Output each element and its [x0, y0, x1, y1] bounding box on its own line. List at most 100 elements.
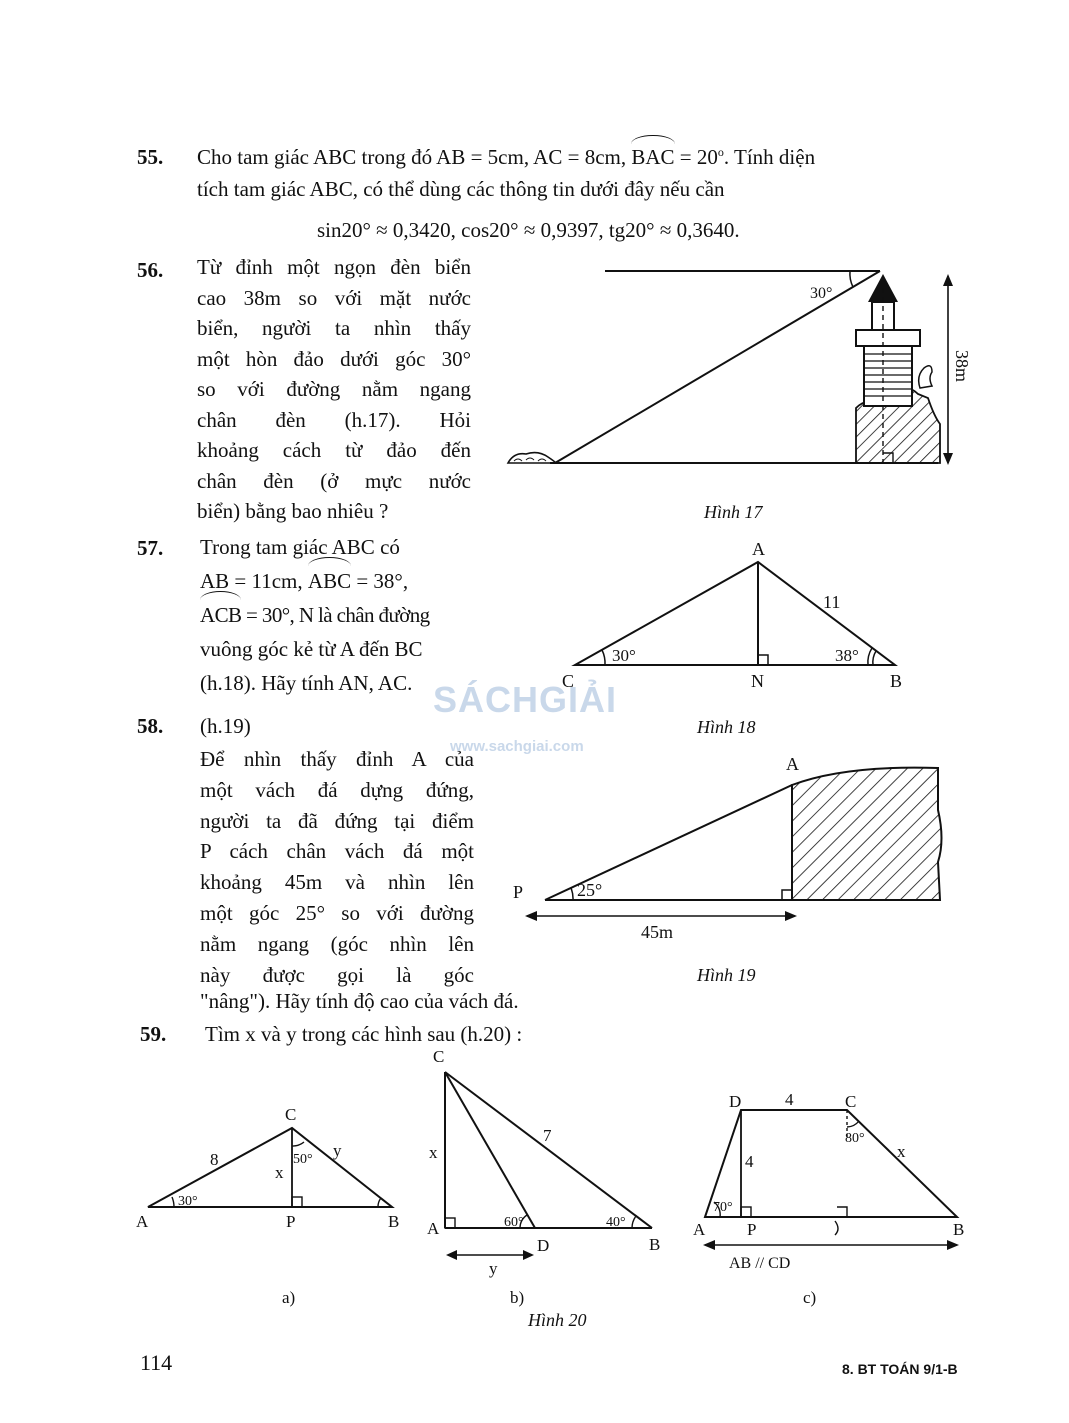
p55-degree: o	[717, 145, 724, 159]
label-a: A	[136, 1212, 149, 1231]
side-11: 11	[823, 592, 840, 612]
label-c: C	[433, 1047, 444, 1066]
problem-56-number: 56.	[137, 258, 164, 282]
label-b: B	[953, 1220, 964, 1239]
p58-line: một góc 25° so với đường	[200, 900, 474, 925]
problem-57-number: 57.	[137, 536, 164, 560]
p55-text-b: = 20	[674, 145, 718, 169]
label-b: B	[649, 1235, 660, 1254]
angle-30: 30°	[612, 646, 636, 665]
height-38m: 38m	[952, 350, 972, 382]
angle-40: 40°	[606, 1215, 626, 1230]
label-c: C	[562, 671, 574, 691]
p58-line: người ta đã đứng tại điểm	[200, 808, 474, 833]
watermark-brand-a: SÁCH	[433, 679, 540, 720]
problem-58-text: Để nhìn thấy đỉnh A của một vách đá dựng…	[200, 744, 474, 990]
parallel-note: AB // CD	[729, 1255, 790, 1272]
p58-line: này được gọi là góc	[200, 962, 474, 987]
watermark-logo: SÁCHGIẢI	[433, 680, 617, 720]
p57-line: AB = 11cm, ABC = 38°,	[200, 557, 475, 598]
problem-55-line-2: tích tam giác ABC, có thể dùng các thông…	[197, 177, 725, 201]
angle-30: 30°	[178, 1194, 198, 1209]
sight-line	[544, 784, 793, 901]
book-reference: 8. BT TOÁN 9/1-B	[842, 1361, 958, 1377]
p57-text: = 30°, N là chân đường	[241, 603, 430, 627]
label-n: N	[751, 671, 764, 691]
segment-cd	[444, 1071, 536, 1229]
p58-line: Để nhìn thấy đỉnh A của	[200, 747, 474, 771]
side-7: 7	[543, 1126, 552, 1145]
angle-70: 70°	[713, 1200, 733, 1215]
label-c: C	[845, 1092, 856, 1111]
p56-line: chân đèn (h.17). Hỏi	[197, 407, 471, 432]
label-x: x	[429, 1143, 438, 1162]
problem-59-number: 59.	[140, 1022, 167, 1046]
sight-line	[554, 270, 881, 464]
label-y: y	[333, 1141, 342, 1160]
figure-18: A C N B 11 30° 38°	[562, 539, 902, 691]
p56-line: chân đèn (ở mực nước	[197, 468, 471, 493]
p56-line: so với đường nằm ngang	[197, 377, 471, 401]
p58-line: P cách chân vách đá một	[200, 839, 474, 864]
angle-50: 50°	[293, 1152, 313, 1167]
label-x: x	[897, 1142, 906, 1161]
figure-20b: C A D B x y 7 60° 40°	[427, 1047, 660, 1278]
p56-line: một hòn đảo dưới góc 30°	[197, 346, 471, 371]
problem-58-number: 58.	[137, 714, 164, 738]
p56-line: khoảng cách từ đảo đến	[197, 438, 471, 462]
p57-line: (h.18). Hãy tính AN, AC.	[200, 671, 413, 695]
side-4-top: 4	[785, 1090, 794, 1109]
label-x: x	[275, 1163, 284, 1182]
figure-18-caption: Hình 18	[697, 717, 756, 737]
figure-17-caption: Hình 17	[704, 502, 763, 522]
triangle-abc	[571, 560, 898, 666]
trapezoid-abcd	[703, 1109, 960, 1218]
figure-19: A P 25° 45m	[513, 754, 943, 942]
p57-line: Trong tam giác ABC có	[200, 535, 400, 559]
label-a: A	[427, 1219, 440, 1238]
problem-55-number: 55.	[137, 145, 164, 169]
p56-line: cao 38m so với mặt nước	[197, 285, 471, 310]
figure-20a: C A P B 8 x y 30° 50°	[136, 1105, 399, 1231]
p55-text-a: Cho tam giác ABC trong đó AB = 5cm, AC =…	[197, 145, 632, 169]
angle-60: 60°	[504, 1215, 524, 1230]
tower-body	[863, 345, 913, 407]
tower-gallery	[855, 329, 921, 347]
p56-line: biển) bằng bao nhiêu ?	[197, 499, 389, 523]
problem-57-text: Trong tam giác ABC có AB = 11cm, ABC = 3…	[200, 530, 475, 700]
label-y: y	[489, 1259, 498, 1278]
problem-59-text: Tìm x và y trong các hình sau (h.20) :	[205, 1022, 523, 1046]
triangle-abc	[147, 1126, 395, 1208]
angle-25: 25°	[577, 880, 602, 900]
angle-acb: ACB	[200, 591, 242, 632]
island-shape	[506, 451, 558, 464]
p57-text: AB = 11cm,	[200, 569, 308, 593]
watermark-brand-b: GIẢI	[539, 679, 618, 720]
p58-line: một vách đá dựng đứng,	[200, 777, 474, 802]
p55-text-c: . Tính diện	[723, 145, 816, 169]
cliff	[791, 766, 943, 901]
distance-45m: 45m	[641, 922, 673, 942]
problem-58-last-line: "nâng"). Hãy tính độ cao của vách đá.	[200, 989, 519, 1013]
label-d: D	[537, 1236, 549, 1255]
p58-line: khoảng 45m và nhìn lên	[200, 870, 474, 895]
label-p: P	[286, 1212, 295, 1231]
side-8: 8	[210, 1150, 219, 1169]
figure-20b-label: b)	[510, 1288, 525, 1307]
figure-20-caption: Hình 20	[528, 1310, 587, 1330]
p58-line: nằm ngang (góc nhìn lên	[200, 931, 474, 956]
side-4-height: 4	[745, 1152, 754, 1171]
watermark-url: www.sachgiai.com	[450, 738, 584, 755]
label-c: C	[285, 1105, 296, 1124]
label-p: P	[747, 1220, 756, 1239]
angle-abc: ABC	[307, 557, 352, 598]
angle-bac: BAC	[631, 135, 675, 172]
label-a: A	[786, 754, 799, 774]
hypotenuse-cb	[444, 1071, 653, 1229]
problem-55-line-1: Cho tam giác ABC trong đó AB = 5cm, AC =…	[197, 135, 816, 172]
angle-30: 30°	[810, 285, 832, 302]
angle-38: 38°	[835, 646, 859, 665]
problem-56-text: Từ đỉnh một ngọn đèn biển cao 38m so với…	[197, 252, 471, 527]
figure-17: 30° 38m	[506, 270, 972, 465]
